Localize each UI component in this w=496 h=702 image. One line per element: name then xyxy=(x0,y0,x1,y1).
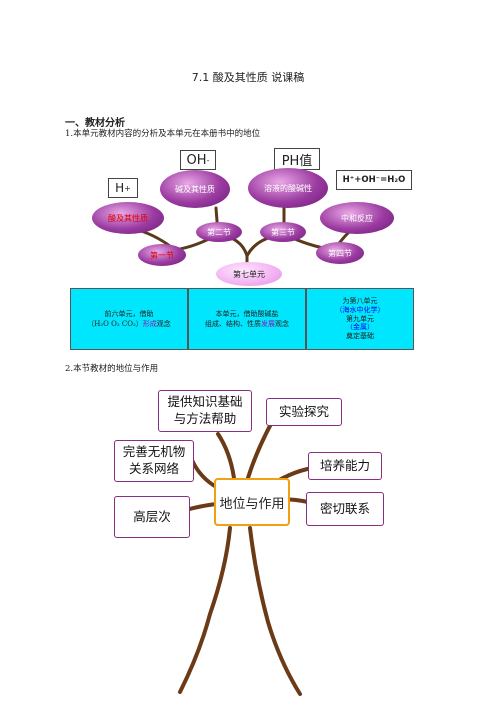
node-inorganic-network: 完善无机物 关系网络 xyxy=(114,440,194,482)
role-mind-map: 提供知识基础 与方法帮助 实验探究 完善无机物 关系网络 培养能力 高层次 密切… xyxy=(100,382,396,702)
node-develop-ability: 培养能力 xyxy=(308,452,382,480)
box-next-units: 为第八单元 （海水中化学） 第九单元 （金属） 奠定基础 xyxy=(306,288,414,350)
section-heading: 一、教材分析 xyxy=(65,118,125,129)
node-close-connection: 密切联系 xyxy=(306,492,384,526)
subheading-unit-analysis: 1.本单元教材内容的分析及本单元在本册书中的地位 xyxy=(65,129,261,139)
node-experimental-inquiry: 实验探究 xyxy=(266,398,342,426)
oh-ion-label: OH- xyxy=(180,150,216,170)
unit-structure-diagram: OH- PH值 H+ H⁺+OH⁻=H₂O 酸及其性质 碱及其性质 溶液的酸碱性… xyxy=(70,148,416,353)
ellipse-neutralization: 中和反应 xyxy=(320,202,394,234)
box-previous-units: 前六单元，借助 （H₂O O₂ CO₂）形成观念 xyxy=(70,288,188,350)
ellipse-section-3: 第三节 xyxy=(260,222,306,242)
box-current-unit: 本单元，借助酸碱盐 组成、结构、性质发展观念 xyxy=(188,288,306,350)
ellipse-base-properties: 碱及其性质 xyxy=(160,170,230,208)
ellipse-section-2: 第二节 xyxy=(196,222,242,242)
ellipse-acid-properties: 酸及其性质 xyxy=(92,202,164,234)
ellipse-unit-seven: 第七单元 xyxy=(216,262,282,286)
ellipse-solution-acidity: 溶液的酸碱性 xyxy=(248,168,328,208)
ellipse-section-1: 第一节 xyxy=(138,244,186,266)
ellipse-section-4: 第四节 xyxy=(316,242,364,264)
neutralization-equation: H⁺+OH⁻=H₂O xyxy=(336,170,412,190)
subheading-position-role: 2.本节教材的地位与作用 xyxy=(65,364,159,374)
ph-value-label: PH值 xyxy=(274,148,320,170)
node-knowledge-foundation: 提供知识基础 与方法帮助 xyxy=(158,390,252,432)
h-ion-label: H+ xyxy=(108,178,138,198)
node-high-level: 高层次 xyxy=(114,496,190,538)
document-title: 7.1 酸及其性质 说课稿 xyxy=(191,71,305,84)
node-position-and-role: 地位与作用 xyxy=(214,478,290,526)
